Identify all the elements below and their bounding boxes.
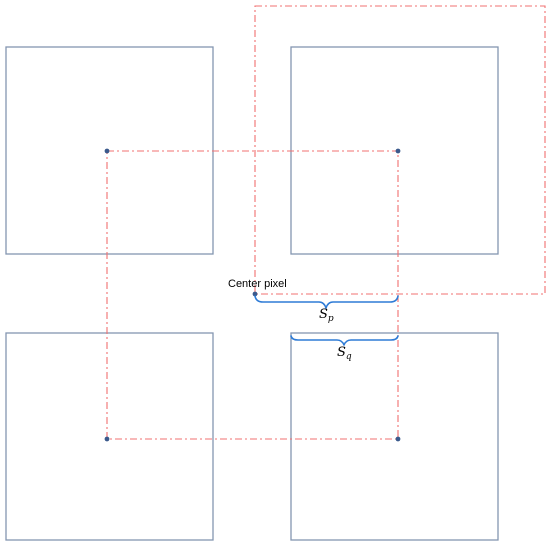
sq-label-sub: q [346,352,352,362]
brace-sp [254,295,399,309]
center-dot-bottom-right [395,436,401,442]
center-dot-top-right [395,148,401,154]
sp-label-main: S [319,307,328,322]
center-pixel-label: Center pixel [228,278,287,290]
sq-label-main: S [337,345,346,360]
center-dot-bottom-left [104,436,110,442]
square-bottom-left [5,332,214,541]
center-dot-top-left [104,148,110,154]
dashed-square-window [254,5,546,295]
sp-label-sub: p [328,314,334,324]
square-bottom-right [290,332,499,541]
sp-label: Sp [319,307,334,324]
sq-label: Sq [337,345,352,362]
center-pixel-dot [252,291,258,297]
brace-sq [290,335,399,346]
dashed-square-centers [106,150,399,440]
